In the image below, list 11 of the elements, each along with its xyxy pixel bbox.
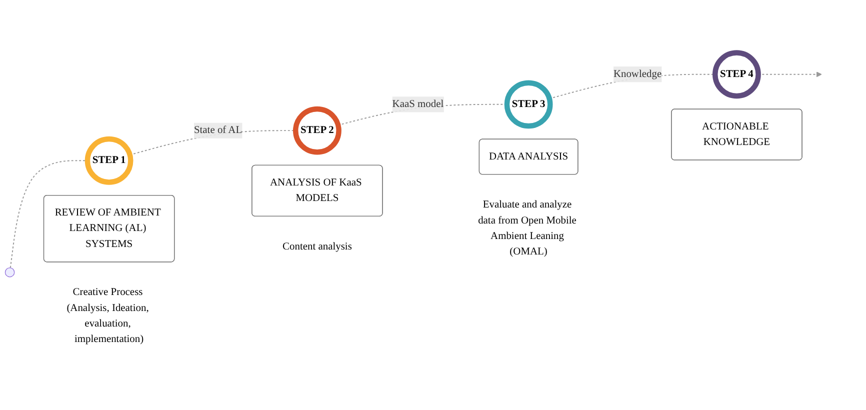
node-circle: STEP 1 (84, 136, 134, 185)
node-circle: STEP 2 (293, 106, 342, 155)
node-circle: STEP 3 (504, 80, 553, 129)
edge-label: State of AL (194, 124, 242, 136)
edge-label: KaaS model (392, 98, 444, 110)
node-circle (4, 267, 15, 278)
node-circle: STEP 4 (712, 50, 761, 99)
node-label: Evaluate and analyze data from Open Mobile Ambient Leaning (OMAL) (478, 199, 576, 258)
edge-label: Knowledge (613, 68, 662, 80)
node-label: Content analysis (282, 240, 352, 252)
node-label: Creative Process (Analysis, Ideation, evaluation, implementation) (66, 286, 149, 345)
